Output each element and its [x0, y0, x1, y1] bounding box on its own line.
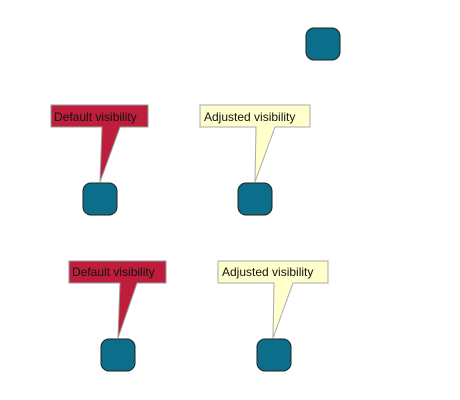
- callout-default-row2-label: Default visibility: [72, 265, 155, 279]
- callout-adjusted-row1: Adjusted visibility: [199, 104, 311, 183]
- node-top-right[interactable]: [305, 27, 341, 61]
- callout-default-row2: Default visibility: [68, 260, 167, 339]
- callout-default-row1-shape: [50, 104, 149, 183]
- callout-adjusted-row2-label: Adjusted visibility: [222, 265, 313, 279]
- node-row2-right[interactable]: [256, 338, 292, 372]
- callout-adjusted-row1-label: Adjusted visibility: [204, 110, 295, 124]
- node-row1-right[interactable]: [237, 182, 273, 216]
- callout-default-row1: Default visibility: [50, 104, 149, 183]
- callout-adjusted-row2-shape: [217, 260, 329, 339]
- callout-default-row1-label: Default visibility: [54, 110, 137, 124]
- callout-adjusted-row2: Adjusted visibility: [217, 260, 329, 339]
- callout-default-row2-shape: [68, 260, 167, 339]
- node-row2-left[interactable]: [100, 338, 136, 372]
- callout-adjusted-row1-shape: [199, 104, 311, 183]
- node-row1-left[interactable]: [82, 182, 118, 216]
